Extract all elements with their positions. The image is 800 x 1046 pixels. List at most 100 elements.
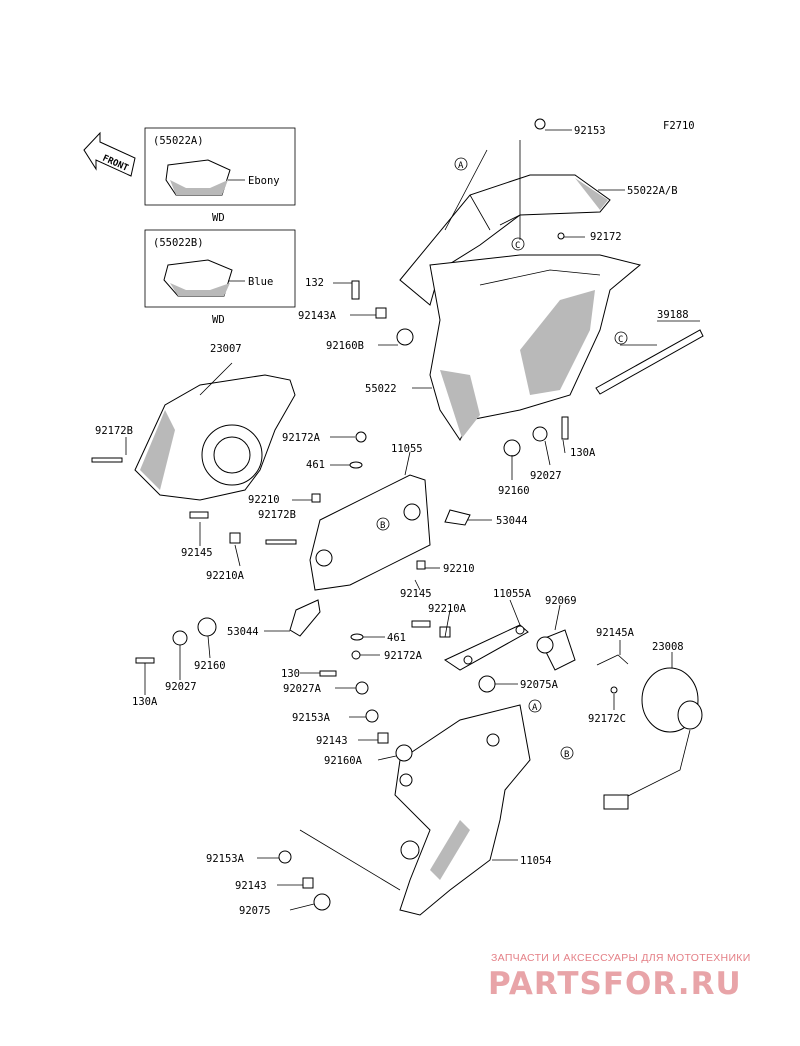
variant-b-region: WD [212, 314, 225, 326]
leader-lines [125, 129, 700, 911]
part-label: 92075 [239, 905, 271, 917]
collar-92143-2 [302, 877, 314, 889]
cowl-55022 [429, 254, 642, 441]
part-label: 92145 [181, 547, 213, 559]
svg-text:C: C [515, 241, 520, 251]
collar-92143A [375, 307, 387, 319]
ref-letter-c-1: C [511, 237, 525, 251]
bolt-130 [319, 670, 337, 677]
ref-letter-b-2: B [560, 746, 574, 760]
part-label: 92143 [316, 735, 348, 747]
bolt-132 [351, 280, 360, 300]
hardware-parts [91, 118, 629, 911]
screw-92172B-left [91, 457, 123, 463]
variant-b-color: Blue [248, 276, 273, 288]
part-label: 92160 [194, 660, 226, 672]
watermark-tagline: ЗАПЧАСТИ И АКСЕССУАРЫ ДЛЯ МОТОТЕХНИКИ [491, 952, 751, 964]
screw-92172A-top [355, 431, 367, 443]
svg-text:B: B [380, 521, 385, 531]
screw-92172-top [557, 232, 565, 240]
tube-53044-right [444, 509, 471, 526]
bolt-92153A-1 [365, 709, 379, 723]
part-label: 23007 [210, 343, 242, 355]
collar-92143-1 [377, 732, 389, 744]
part-label: 92160B [326, 340, 364, 352]
collar-92027-right [532, 426, 548, 442]
ref-letter-a-1: A [454, 157, 468, 171]
tube-53044-left [289, 599, 321, 637]
bolt-92153-top [534, 118, 546, 130]
bolt-130A-right [561, 416, 569, 440]
front-arrow-icon: FRONT [83, 131, 136, 177]
part-label: 92172 [590, 231, 622, 243]
part-label: 92172A [384, 650, 423, 662]
part-label: 92145A [596, 627, 635, 639]
bolt-130A-left [135, 657, 155, 664]
part-label: 92160A [324, 755, 363, 767]
part-label: 53044 [496, 515, 528, 527]
grommet-92075 [313, 893, 331, 911]
bulb-92069 [536, 629, 576, 671]
part-label: 92172C [588, 713, 626, 725]
washer-461-top [349, 461, 363, 469]
variant-a-color: Ebony [248, 175, 280, 187]
svg-text:A: A [458, 161, 464, 171]
part-label: 92153A [206, 853, 245, 865]
spring-92145-left [189, 511, 209, 519]
ref-letter-c-2: C [614, 331, 628, 345]
variant-a-code: (55022A) [153, 135, 204, 147]
part-label: 55022 [365, 383, 397, 395]
part-label: 92172B [258, 509, 296, 521]
stay-11054 [299, 704, 531, 916]
svg-text:A: A [532, 703, 538, 713]
grommet-92160-left [197, 617, 217, 637]
headlight-23007 [134, 362, 296, 501]
part-label: 55022A/B [627, 185, 678, 197]
part-label: 92143 [235, 880, 267, 892]
nut-92210-right [416, 560, 426, 570]
part-label: 92153A [292, 712, 331, 724]
part-label: 92069 [545, 595, 577, 607]
cowl-ebony-icon [165, 159, 231, 196]
strip-39188 [595, 329, 704, 395]
part-label: 11055 [391, 443, 423, 455]
bracket-11055 [309, 451, 431, 591]
part-label: 130A [570, 447, 596, 459]
part-label: 92210 [443, 563, 475, 575]
part-label: 130 [281, 668, 300, 680]
part-label: 461 [387, 632, 406, 644]
part-label: 92172B [95, 425, 133, 437]
watermark-brand[interactable]: PARTSFOR.RU [488, 966, 742, 1002]
nut-92210-left [311, 493, 321, 503]
part-label: 92210 [248, 494, 280, 506]
washer-461-mid [350, 633, 364, 641]
part-label: 92143A [298, 310, 337, 322]
ref-letter-a-2: A [528, 699, 542, 713]
bracket-11055A [443, 624, 529, 671]
screw-92172C [610, 686, 618, 694]
part-label: 92145 [400, 588, 432, 600]
collar-92027-left [172, 630, 188, 646]
collar-92027A [355, 681, 369, 695]
nut-92210A-left [229, 532, 241, 544]
part-label: 39188 [657, 309, 689, 321]
cowl-blue-icon [163, 259, 233, 297]
part-label: 23008 [652, 641, 684, 653]
part-label: 132 [305, 277, 324, 289]
part-label: 461 [306, 459, 325, 471]
part-label: 92027 [165, 681, 197, 693]
ref-letter-b-1: B [376, 517, 390, 531]
lamp-23008 [603, 667, 703, 810]
grommet-92160B [396, 328, 414, 346]
part-label: 92153 [574, 125, 606, 137]
part-label: 92075A [520, 679, 559, 691]
figure-code: F2710 [663, 120, 695, 132]
part-label: 92210A [428, 603, 467, 615]
grommet-92160A [395, 744, 413, 762]
spring-92145-mid [411, 620, 431, 628]
part-label: 92027 [530, 470, 562, 482]
bolt-92153A-2 [278, 850, 292, 864]
variant-b-box: (55022B) Blue [144, 229, 296, 308]
svg-text:B: B [564, 750, 569, 760]
